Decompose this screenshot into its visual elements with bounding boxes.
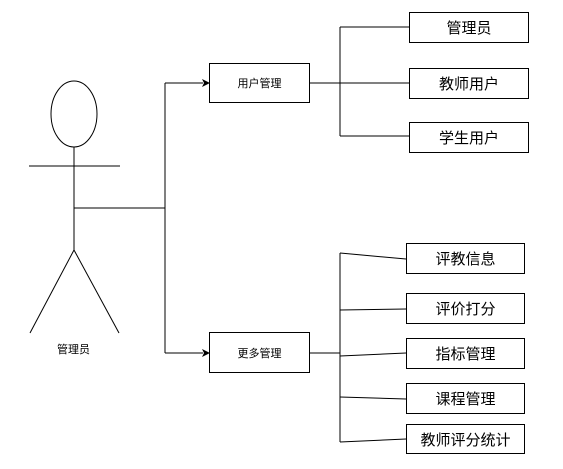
more-branch-1: [339, 252, 407, 260]
actor-connectors: [74, 82, 203, 354]
actor-figure: [29, 80, 120, 334]
more-branch-4: [339, 396, 407, 400]
arrowhead-user-mgmt: [202, 79, 210, 87]
leaf-evaluation-info[interactable]: 评教信息: [406, 243, 525, 274]
actor-left-leg: [29, 249, 75, 334]
actor-label: 管理员: [57, 343, 90, 356]
leaf-course-management[interactable]: 课程管理: [406, 383, 525, 414]
user-mgmt-branches: [310, 26, 409, 137]
more-branch-2: [339, 308, 407, 311]
leaf-teacher-user[interactable]: 教师用户: [409, 68, 529, 99]
more-mgmt-branches: [310, 252, 407, 443]
leaf-admin[interactable]: 管理员: [409, 12, 529, 43]
leaf-teacher-score-stats[interactable]: 教师评分统计: [406, 424, 525, 454]
leaf-rating-score[interactable]: 评价打分: [406, 293, 525, 324]
node-user-management[interactable]: 用户管理: [209, 63, 310, 103]
leaf-student-user[interactable]: 学生用户: [409, 122, 529, 153]
more-branch-3: [339, 352, 407, 357]
node-more-management[interactable]: 更多管理: [209, 332, 310, 373]
arrowheads: [202, 79, 210, 357]
actor-right-leg: [73, 249, 120, 334]
actor-head: [50, 80, 98, 148]
arrowhead-more-mgmt: [202, 349, 210, 357]
more-branch-5: [339, 438, 407, 443]
leaf-indicator-management[interactable]: 指标管理: [406, 338, 525, 369]
